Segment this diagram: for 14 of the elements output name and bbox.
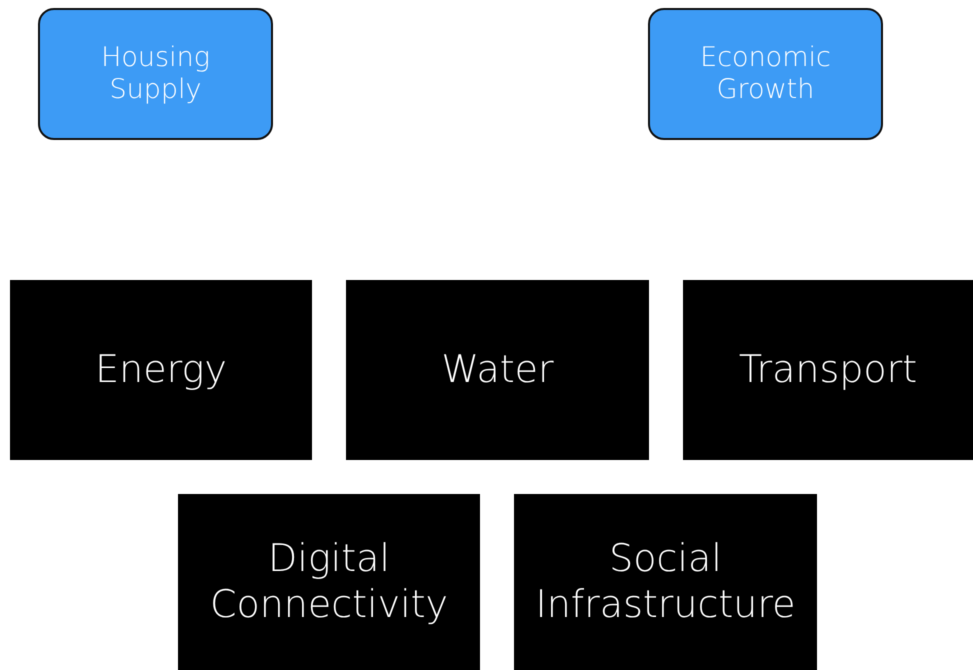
block-label: Transport bbox=[738, 347, 918, 393]
sector-block bbox=[683, 280, 973, 460]
sector-block bbox=[346, 280, 649, 460]
sector-block bbox=[514, 494, 817, 670]
box-label: Economic Growth bbox=[699, 42, 832, 106]
sector-block bbox=[178, 494, 480, 670]
block-label: Social Infrastructure bbox=[534, 536, 797, 628]
sector-block bbox=[10, 280, 312, 460]
box-label: Housing Supply bbox=[100, 42, 211, 106]
rounded-box bbox=[38, 8, 273, 140]
rounded-box bbox=[648, 8, 883, 140]
block-label: Digital Connectivity bbox=[208, 536, 450, 628]
block-label: Energy bbox=[94, 347, 228, 393]
block-label: Water bbox=[440, 347, 555, 393]
